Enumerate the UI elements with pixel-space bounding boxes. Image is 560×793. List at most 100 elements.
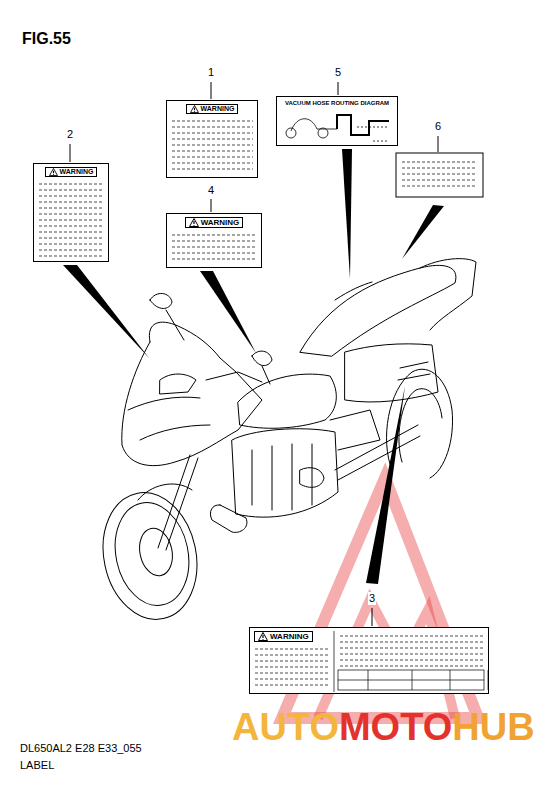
dashed-text-line bbox=[39, 184, 104, 185]
warning-triangle bbox=[49, 168, 58, 176]
leader-wedges bbox=[63, 149, 444, 584]
warning-exclamation bbox=[194, 108, 195, 112]
table-cells bbox=[338, 670, 484, 690]
left-mirror bbox=[150, 293, 184, 340]
figure-code: DL650AL2 E28 E33_055 bbox=[20, 742, 142, 755]
leader-wedge bbox=[63, 265, 149, 358]
warning-triangle-outline bbox=[190, 105, 198, 112]
dashed-text-line bbox=[402, 174, 477, 175]
callout-line bbox=[338, 82, 339, 95]
warning-triangle-outline bbox=[259, 633, 268, 641]
callout-number: 5 bbox=[334, 66, 342, 79]
dashed-text-line bbox=[340, 648, 484, 649]
warning-exclamation bbox=[53, 171, 54, 175]
grab-rail bbox=[335, 282, 372, 300]
sticker-print bbox=[34, 164, 110, 263]
watermark: MOTO bbox=[339, 706, 452, 750]
warning-triangle bbox=[258, 632, 268, 641]
warning-sticker: WARNING bbox=[249, 627, 489, 694]
engine-fins bbox=[252, 444, 312, 510]
dashed-text-line bbox=[172, 169, 253, 170]
headlight bbox=[160, 374, 196, 394]
sticker-body bbox=[172, 121, 253, 169]
tail-cowl bbox=[420, 259, 476, 330]
warning-triangle bbox=[190, 105, 199, 113]
table-rule bbox=[338, 680, 484, 681]
callout-number: 2 bbox=[66, 128, 74, 141]
dashed-text-line bbox=[172, 127, 253, 128]
callout-number: 1 bbox=[207, 66, 215, 79]
handlebar bbox=[206, 372, 262, 382]
callout-line bbox=[70, 144, 71, 162]
fairing-lines bbox=[128, 397, 210, 440]
dashed-text-line bbox=[39, 250, 104, 251]
dashed-text-line bbox=[172, 121, 253, 122]
side-cover bbox=[345, 344, 438, 402]
dashed-text-line bbox=[172, 157, 253, 158]
dashed-text-line bbox=[172, 139, 253, 140]
callout-number: 6 bbox=[434, 120, 442, 133]
warning-heading: WARNING bbox=[186, 104, 239, 114]
sticker-body bbox=[286, 115, 389, 141]
dashed-text-line bbox=[39, 244, 104, 245]
table-rule bbox=[450, 670, 451, 690]
figure-title: FIG.55 bbox=[22, 30, 71, 48]
figure-caption: LABEL bbox=[20, 759, 54, 772]
warning-heading: WARNING bbox=[45, 167, 98, 177]
leader-wedge bbox=[402, 205, 444, 259]
front-tire bbox=[92, 484, 209, 628]
warning-triangle bbox=[189, 218, 199, 227]
warning-sticker: VACUUM HOSE ROUTING DIAGRAM bbox=[276, 96, 398, 146]
dashed-text-line bbox=[255, 655, 330, 656]
side-cover-lines bbox=[398, 362, 430, 380]
dashed-text-line bbox=[39, 256, 104, 257]
hose-line bbox=[291, 119, 337, 131]
callout-line bbox=[372, 608, 373, 626]
sticker-text: WARNING bbox=[60, 168, 94, 176]
dashed-text-line bbox=[340, 666, 484, 667]
wheel-symbol bbox=[286, 128, 296, 138]
dashed-text-line bbox=[172, 163, 253, 164]
dashed-text-line bbox=[255, 649, 330, 650]
sticker-text: WARNING bbox=[201, 105, 235, 113]
sticker-body bbox=[255, 631, 488, 692]
watermark: AUTO bbox=[232, 706, 339, 750]
dashed-text-line bbox=[357, 127, 389, 141]
callout-number: 3 bbox=[368, 592, 376, 605]
windscreen bbox=[149, 322, 220, 358]
sticker-body bbox=[172, 235, 257, 259]
dashed-text-line bbox=[39, 202, 104, 203]
dashed-text-line bbox=[39, 208, 104, 209]
leader-wedge bbox=[366, 386, 405, 584]
watermark: HUB bbox=[452, 706, 534, 750]
dashed-text-line bbox=[255, 679, 330, 680]
warning-heading: WARNING bbox=[254, 631, 313, 642]
sticker-body bbox=[39, 184, 104, 256]
dashed-text-line bbox=[255, 667, 330, 668]
hose-route bbox=[337, 115, 389, 135]
dashed-text-line bbox=[402, 180, 477, 181]
warning-sticker: WARNING bbox=[33, 163, 109, 262]
dashed-text-line bbox=[39, 238, 104, 239]
dashed-text-line bbox=[255, 673, 330, 674]
dashed-text-line bbox=[172, 133, 253, 134]
warning-sticker: WARNING bbox=[166, 213, 262, 268]
sticker-heading: VACUUM HOSE ROUTING DIAGRAM bbox=[283, 100, 391, 107]
front-fork bbox=[158, 455, 198, 550]
table-rule bbox=[488, 670, 489, 690]
sticker-6 bbox=[396, 153, 483, 197]
hose-routing-drawing bbox=[286, 115, 389, 141]
warning-exclamation bbox=[193, 221, 194, 226]
sticker-text: VACUUM HOSE ROUTING DIAGRAM bbox=[285, 100, 389, 107]
sticker-text: WARNING bbox=[270, 632, 309, 641]
front-rim bbox=[106, 496, 198, 613]
callout-number: 4 bbox=[207, 184, 215, 197]
dashed-text-lines bbox=[402, 162, 477, 186]
table-rule bbox=[368, 670, 369, 690]
engine bbox=[232, 429, 338, 517]
callout-lines bbox=[70, 82, 438, 626]
dashed-text-line bbox=[172, 235, 257, 236]
dashed-text-line bbox=[402, 186, 477, 187]
callout-line bbox=[211, 199, 212, 212]
